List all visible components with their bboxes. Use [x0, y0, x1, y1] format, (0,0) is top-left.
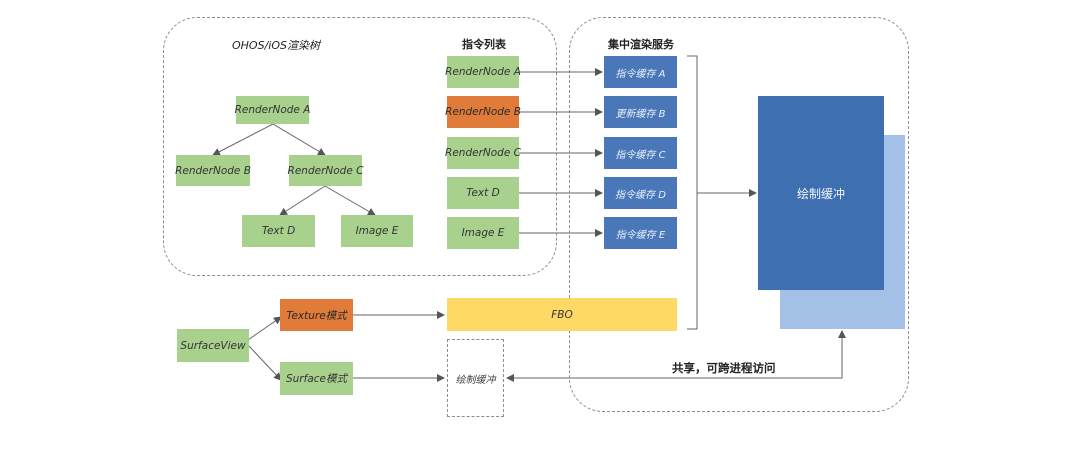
- edge-shared-buffer: [506, 330, 846, 382]
- edge-surface-texture: [247, 316, 282, 341]
- tree-node-b: RenderNode B: [175, 155, 251, 186]
- cache-a: 指令缓存 A: [604, 56, 677, 88]
- cache-e: 指令缓存 E: [604, 217, 677, 249]
- render-service-region: [569, 17, 909, 412]
- draw-buffer-main: 绘制缓冲: [758, 96, 884, 290]
- cache-b: 更新缓存 B: [604, 96, 677, 128]
- render-service-title: 集中渲染服务: [608, 38, 674, 51]
- command-item-node-a: RenderNode A: [445, 56, 521, 88]
- edge-surface-surface: [247, 344, 282, 381]
- local-draw-buffer: 绘制缓冲: [447, 339, 504, 417]
- command-list-title: 指令列表: [462, 38, 506, 51]
- texture-mode: Texture模式: [280, 299, 353, 331]
- command-item-text-d: Text D: [447, 177, 519, 209]
- render-tree-region: [163, 17, 557, 276]
- tree-node-a: RenderNode A: [235, 96, 310, 124]
- tree-node-image-e: Image E: [341, 215, 413, 247]
- command-item-node-b: RenderNode B: [445, 96, 521, 128]
- edge-c-e: [324, 185, 376, 216]
- edge-a-b: [212, 123, 274, 156]
- edge-a-c: [272, 123, 326, 156]
- surface-mode: Surface模式: [280, 362, 353, 395]
- command-item-node-c: RenderNode C: [445, 137, 521, 169]
- fbo-box: FBO: [447, 298, 677, 331]
- render-tree-title: OHOS/iOS渲染树: [232, 39, 320, 52]
- cache-c: 指令缓存 C: [604, 137, 677, 169]
- tree-node-text-d: Text D: [242, 215, 315, 247]
- cache-d: 指令缓存 D: [604, 177, 677, 209]
- bracket: [687, 55, 698, 330]
- tree-node-c: RenderNode C: [288, 155, 363, 186]
- edge-c-d: [279, 185, 326, 216]
- command-item-image-e: Image E: [447, 217, 519, 249]
- shared-note: 共享，可跨进程访问: [672, 361, 776, 375]
- surface-view: SurfaceView: [177, 329, 249, 362]
